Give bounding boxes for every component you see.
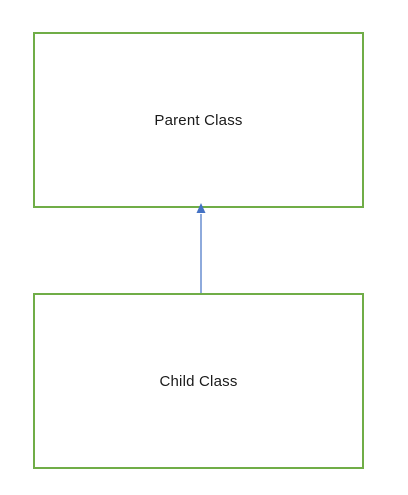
parent-class-label: Parent Class (154, 111, 243, 129)
child-class-box: Child Class (33, 293, 364, 469)
parent-class-box: Parent Class (33, 32, 364, 208)
child-class-label: Child Class (159, 372, 238, 390)
